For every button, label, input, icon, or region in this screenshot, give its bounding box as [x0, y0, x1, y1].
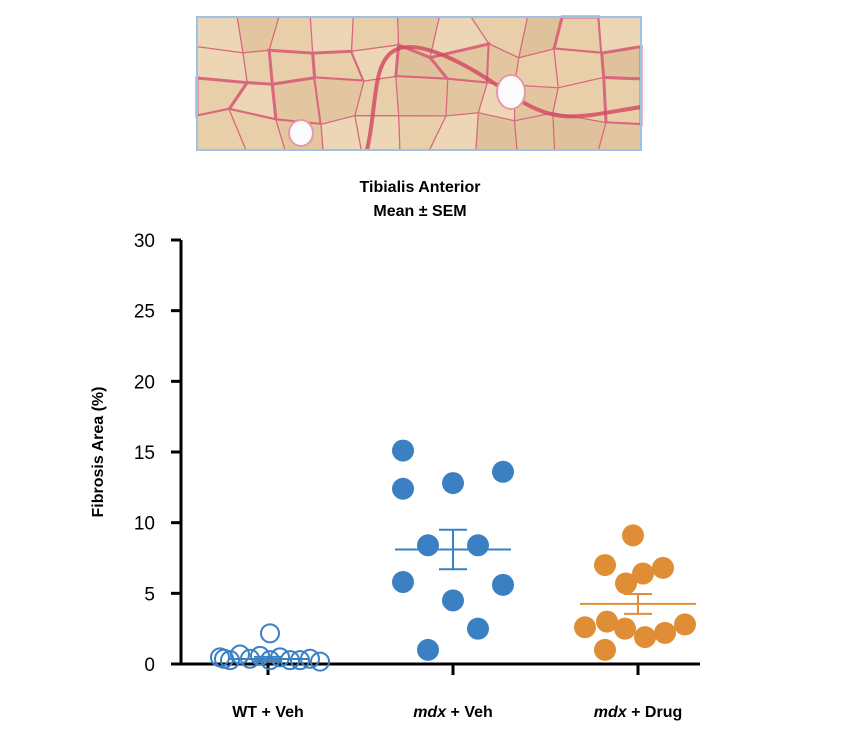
y-tick-label: 10: [134, 514, 155, 535]
y-tick-label: 0: [144, 655, 155, 676]
y-tick-label: 30: [134, 231, 155, 252]
data-point: [615, 572, 637, 595]
category-prefix: mdx: [413, 704, 447, 721]
y-tick-label: 25: [134, 302, 155, 323]
x-tick-label: mdx + Veh: [413, 704, 493, 721]
data-point: [467, 534, 489, 557]
data-point: [392, 571, 414, 594]
image-border: [196, 16, 642, 151]
y-tick-label: 5: [144, 584, 155, 605]
data-point: [467, 617, 489, 640]
x-tick-label: mdx + Drug: [594, 704, 682, 721]
category-prefix: WT: [232, 704, 257, 721]
data-point: [392, 477, 414, 500]
data-point: [492, 573, 514, 596]
category-suffix: + Veh: [446, 704, 493, 721]
category-suffix: + Veh: [257, 704, 304, 721]
category-suffix: + Drug: [627, 704, 683, 721]
category-prefix: mdx: [594, 704, 628, 721]
y-tick-label: 15: [134, 443, 155, 464]
y-tick-label: 20: [134, 372, 155, 393]
data-point: [674, 613, 696, 636]
data-point: [652, 556, 674, 579]
data-point: [594, 638, 616, 661]
chart-subtitle: Mean ± SEM: [373, 203, 466, 220]
data-point: [442, 472, 464, 495]
data-point: [417, 534, 439, 557]
vessel-lumen: [496, 74, 526, 110]
data-point: [634, 626, 656, 649]
data-point: [260, 623, 280, 644]
data-point: [594, 554, 616, 577]
data-point: [310, 651, 330, 672]
fibrosis-band: [365, 45, 642, 151]
data-point: [574, 616, 596, 639]
data-point: [622, 524, 644, 547]
data-point: [442, 589, 464, 612]
data-point: [492, 460, 514, 483]
data-point: [632, 562, 654, 585]
data-point: [654, 621, 676, 644]
chart-title: Tibialis Anterior: [360, 179, 481, 196]
data-point: [614, 617, 636, 640]
data-point: [417, 638, 439, 661]
y-axis-label: Fibrosis Area (%): [90, 387, 107, 518]
data-point: [290, 650, 310, 671]
data-point: [596, 610, 618, 633]
histology-image: [195, 15, 643, 151]
data-point: [392, 439, 414, 462]
x-tick-label: WT + Veh: [232, 704, 304, 721]
vessel-lumen: [288, 119, 314, 147]
